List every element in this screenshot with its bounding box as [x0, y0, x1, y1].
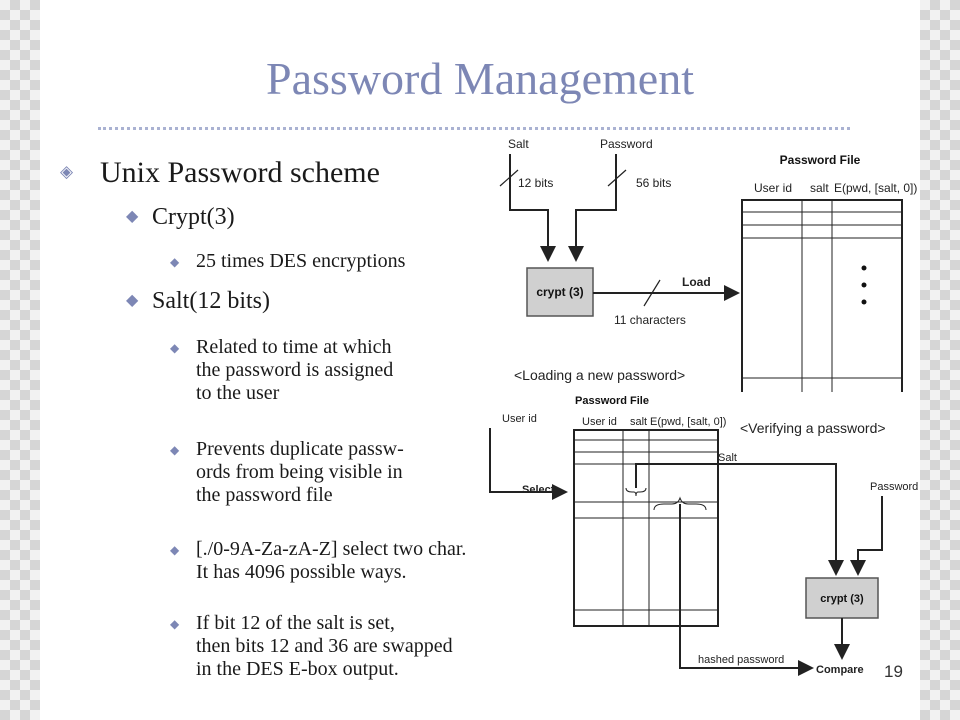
password-file-table-2	[573, 429, 719, 627]
user-id-column-2: User id	[582, 416, 617, 428]
bullet-swap: ◆ If bit 12 of the salt is set, then bit…	[170, 612, 453, 681]
bullet-crypt: ◆ Crypt(3)	[126, 204, 235, 231]
bullet-diamond-icon: ◆	[170, 443, 180, 457]
crypt-box-2	[805, 577, 879, 619]
bits56-label: 56 bits	[636, 176, 671, 190]
bullet-diamond-icon: ◆	[170, 617, 180, 631]
password-input-label: Password	[870, 481, 918, 493]
salt-column-2: salt	[630, 416, 647, 428]
verifying-caption: <Verifying a password>	[740, 420, 886, 436]
salt-column: salt	[810, 181, 829, 195]
password-file-table	[741, 199, 903, 397]
bullet-text: Prevents duplicate passw- ords from bein…	[196, 438, 404, 506]
bullet-diamond-icon: ◈	[60, 162, 74, 181]
password-file-title: Password File	[780, 153, 861, 167]
title-divider	[98, 127, 850, 130]
bullet-text: Crypt(3)	[152, 204, 235, 230]
bullet-related: ◆ Related to time at which the password …	[170, 336, 394, 405]
salt-label: Salt	[508, 137, 529, 151]
bullet-text: If bit 12 of the salt is set, then bits …	[196, 612, 453, 680]
page-number: 19	[884, 662, 903, 681]
epwd-column-2: E(pwd, [salt, 0])	[650, 416, 726, 428]
bullet-diamond-icon: ◆	[170, 341, 180, 355]
verifying-password-diagram: Password File User id User id salt E(pwd…	[486, 392, 920, 690]
user-id-column: User id	[754, 181, 792, 195]
bullet-select: ◆ [./0-9A-Za-zA-Z] select two char. It h…	[170, 538, 467, 584]
right-checker-border	[920, 0, 960, 720]
loading-caption: <Loading a new password>	[514, 367, 686, 383]
bullet-text: Unix Password scheme	[100, 156, 380, 189]
bullet-text: Salt(12 bits)	[152, 288, 270, 314]
slide-title: Password Management	[266, 53, 694, 104]
chars-label: 11 characters	[614, 313, 686, 327]
bullet-salt: ◆ Salt(12 bits)	[126, 288, 270, 315]
bullet-diamond-icon: ◆	[170, 255, 180, 269]
password-file-title-2: Password File	[575, 395, 649, 407]
bullet-des: ◆ 25 times DES encryptions	[170, 250, 406, 273]
left-checker-border	[0, 0, 40, 720]
bullet-level1: ◈ Unix Password scheme	[60, 156, 380, 190]
bullet-text: [./0-9A-Za-zA-Z] select two char. It has…	[196, 538, 467, 583]
password-label: Password	[600, 137, 653, 151]
crypt-label: crypt (3)	[536, 285, 583, 299]
bullet-diamond-icon: ◆	[126, 292, 139, 309]
bullet-text: Related to time at which the password is…	[196, 336, 394, 404]
salt-flow-label: Salt	[718, 452, 737, 464]
hashed-password-label: hashed password	[698, 654, 784, 666]
epwd-column: E(pwd, [salt, 0])	[834, 181, 917, 195]
loading-password-diagram: Salt Password 12 bits 56 bits crypt (3) …	[496, 130, 917, 400]
user-id-input-label: User id	[502, 413, 537, 425]
select-label: Select	[522, 484, 555, 496]
bits12-label: 12 bits	[518, 176, 553, 190]
load-label: Load	[682, 275, 711, 289]
crypt-label-2: crypt (3)	[820, 593, 864, 605]
bullet-diamond-icon: ◆	[170, 543, 180, 557]
crypt-box	[526, 267, 594, 317]
bullet-text: 25 times DES encryptions	[196, 250, 406, 272]
compare-label: Compare	[816, 664, 864, 676]
bullet-prevents: ◆ Prevents duplicate passw- ords from be…	[170, 438, 404, 507]
bullet-diamond-icon: ◆	[126, 208, 139, 225]
